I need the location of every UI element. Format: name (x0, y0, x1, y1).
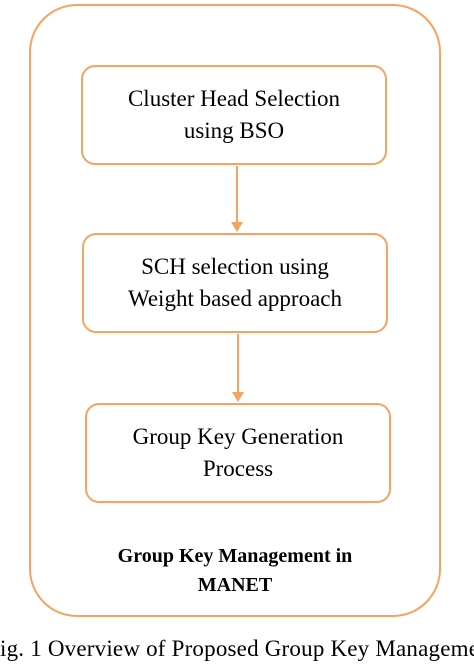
step-3-line-1: Group Key Generation (132, 424, 344, 449)
figure-caption: ig. 1 Overview of Proposed Group Key Man… (0, 636, 474, 661)
arrow-step2-to-step3 (232, 334, 244, 402)
step-2-line-1: SCH selection using (141, 254, 329, 279)
step-2-line-2: Weight based approach (127, 286, 342, 311)
step-3-line-2: Process (202, 456, 274, 481)
step-group-key-generation: Group Key Generation Process (85, 403, 391, 503)
overview-frame (29, 4, 441, 617)
step-sch-selection: SCH selection using Weight based approac… (82, 233, 388, 333)
step-1-line-1: Cluster Head Selection (127, 86, 341, 111)
step-cluster-head-selection: Cluster Head Selection using BSO (81, 65, 387, 165)
diagram-title-line-1: Group Key Management in (117, 545, 353, 567)
diagram-title-line-2: MANET (197, 574, 273, 596)
step-1-line-2: using BSO (183, 118, 285, 143)
arrow-step1-to-step2 (231, 166, 243, 232)
